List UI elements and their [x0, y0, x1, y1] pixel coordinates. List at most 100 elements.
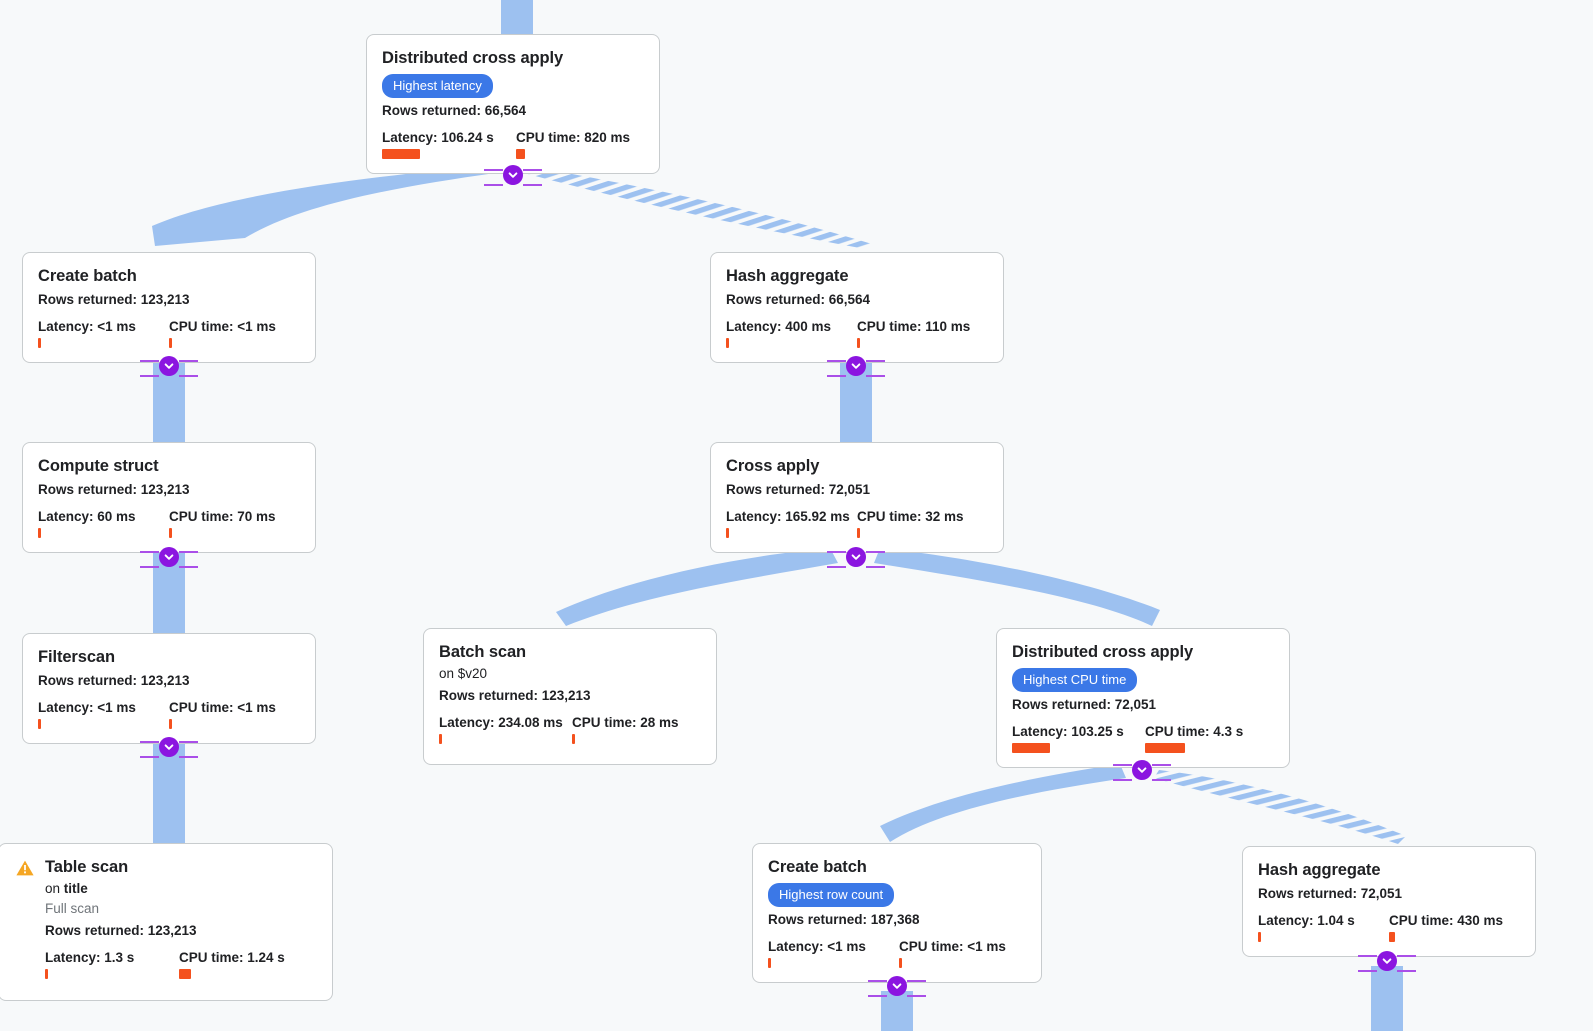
cpu-label: CPU time: 820 ms — [516, 129, 631, 145]
rows-returned: Rows returned: 72,051 — [1012, 696, 1157, 712]
edge-distributed-lower-to-create-batch — [880, 764, 1126, 842]
collapse-badge-root[interactable] — [484, 165, 542, 187]
plan-node-compute-struct[interactable]: Compute struct Rows returned: 123,213 La… — [22, 442, 316, 553]
node-title: Distributed cross apply — [1012, 643, 1194, 661]
cpu-label: CPU time: 70 ms — [169, 508, 276, 524]
node-title: Compute struct — [38, 457, 159, 475]
latency-label: Latency: 165.92 ms — [726, 508, 850, 524]
plan-node-distributed-cross-apply-lower[interactable]: Distributed cross apply Highest CPU time… — [996, 628, 1290, 768]
chevron-down-icon[interactable] — [1132, 760, 1152, 780]
cpu-bar — [572, 733, 575, 744]
cpu-bar — [857, 527, 860, 538]
plan-node-create-batch-left[interactable]: Create batch Rows returned: 123,213 Late… — [22, 252, 316, 363]
metrics-row: Latency: 106.24 s CPU time: 820 ms — [382, 130, 644, 159]
plan-node-create-batch-lower[interactable]: Create batch Highest row count Rows retu… — [752, 843, 1042, 983]
latency-bar — [726, 527, 729, 538]
latency-metric: Latency: 1.04 s — [1258, 913, 1389, 942]
badge-line-left — [484, 169, 503, 186]
edge-cross-apply-to-batch-scan — [556, 548, 838, 626]
plan-node-table-scan[interactable]: Table scan on title Full scan Rows retur… — [0, 843, 333, 1001]
plan-node-filterscan[interactable]: Filterscan Rows returned: 123,213 Latenc… — [22, 633, 316, 744]
rows-returned: Rows returned: 123,213 — [38, 672, 190, 688]
latency-bar — [1258, 931, 1261, 942]
latency-metric: Latency: <1 ms — [38, 700, 169, 729]
plan-node-batch-scan[interactable]: Batch scan on $v20 Rows returned: 123,21… — [423, 628, 717, 765]
highlight-badge: Highest CPU time — [1012, 667, 1138, 692]
badge-line-right — [179, 551, 198, 568]
node-title: Filterscan — [38, 648, 115, 666]
latency-bar — [38, 718, 41, 729]
latency-label: Latency: 106.24 s — [382, 129, 494, 145]
collapse-badge-create-batch-left[interactable] — [140, 356, 198, 378]
node-title: Create batch — [38, 267, 137, 285]
cpu-label: CPU time: <1 ms — [899, 938, 1006, 954]
chevron-down-icon[interactable] — [503, 165, 523, 185]
edge-filterscan-to-table-scan — [153, 744, 185, 844]
badge-line-left — [827, 360, 846, 377]
cpu-label: CPU time: 4.3 s — [1145, 723, 1244, 739]
node-title: Cross apply — [726, 457, 820, 475]
badge-line-left — [827, 551, 846, 568]
chevron-down-icon[interactable] — [1377, 951, 1397, 971]
cpu-bar — [1389, 931, 1395, 942]
latency-bar — [38, 337, 41, 348]
cpu-label: CPU time: 110 ms — [857, 318, 971, 334]
plan-node-cross-apply[interactable]: Cross apply Rows returned: 72,051 Latenc… — [710, 442, 1004, 553]
latency-label: Latency: 60 ms — [38, 508, 136, 524]
latency-bar — [382, 148, 420, 159]
latency-metric: Latency: <1 ms — [38, 319, 169, 348]
plan-node-distributed-cross-apply-root[interactable]: Distributed cross apply Highest latency … — [366, 34, 660, 174]
collapse-badge-hash-aggregate-upper[interactable] — [827, 356, 885, 378]
latency-bar — [439, 733, 442, 744]
chevron-down-icon[interactable] — [887, 976, 907, 996]
latency-label: Latency: <1 ms — [38, 699, 136, 715]
metrics-row: Latency: 103.25 s CPU time: 4.3 s — [1012, 724, 1274, 753]
collapse-badge-hash-aggregate-lower[interactable] — [1358, 951, 1416, 973]
metrics-row: Latency: 1.3 s CPU time: 1.24 s — [45, 950, 317, 980]
rows-returned: Rows returned: 123,213 — [38, 481, 190, 497]
chevron-down-icon[interactable] — [159, 356, 179, 376]
node-target: on title — [45, 880, 88, 896]
rows-returned: Rows returned: 123,213 — [439, 687, 591, 703]
cpu-label: CPU time: <1 ms — [169, 699, 276, 715]
rows-returned: Rows returned: 187,368 — [768, 911, 920, 927]
collapse-badge-cross-apply[interactable] — [827, 547, 885, 569]
metrics-row: Latency: 1.04 s CPU time: 430 ms — [1258, 913, 1520, 942]
rows-returned: Rows returned: 66,564 — [726, 291, 871, 307]
metrics-row: Latency: 400 ms CPU time: 110 ms — [726, 319, 988, 348]
collapse-badge-create-batch-lower[interactable] — [868, 976, 926, 998]
edge-root-to-hash-aggregate — [524, 166, 872, 248]
cpu-metric: CPU time: 32 ms — [857, 509, 964, 538]
latency-metric: Latency: 103.25 s — [1012, 724, 1145, 753]
latency-label: Latency: 103.25 s — [1012, 723, 1124, 739]
rows-returned: Rows returned: 72,051 — [1258, 885, 1403, 901]
cpu-bar — [1145, 742, 1185, 753]
badge-line-right — [866, 360, 885, 377]
chevron-down-icon[interactable] — [846, 356, 866, 376]
badge-line-left — [1113, 764, 1132, 781]
chevron-down-icon[interactable] — [159, 547, 179, 567]
metrics-row: Latency: <1 ms CPU time: <1 ms — [768, 939, 1026, 968]
plan-node-hash-aggregate-lower[interactable]: Hash aggregate Rows returned: 72,051 Lat… — [1242, 846, 1536, 957]
rows-returned: Rows returned: 66,564 — [382, 102, 527, 118]
chevron-down-icon[interactable] — [846, 547, 866, 567]
cpu-metric: CPU time: <1 ms — [899, 939, 1006, 968]
node-target: on $v20 — [439, 665, 488, 681]
badge-line-right — [866, 551, 885, 568]
cpu-metric: CPU time: 4.3 s — [1145, 724, 1243, 753]
edge-hash-aggregate-lower-outbound — [1371, 966, 1403, 1031]
collapse-badge-compute-struct[interactable] — [140, 547, 198, 569]
edge-cross-apply-to-distributed-lower — [874, 548, 1160, 626]
cpu-metric: CPU time: <1 ms — [169, 319, 276, 348]
metrics-row: Latency: <1 ms CPU time: <1 ms — [38, 700, 300, 729]
chevron-down-icon[interactable] — [159, 737, 179, 757]
collapse-badge-distributed-lower[interactable] — [1113, 760, 1171, 782]
cpu-bar — [857, 337, 860, 348]
edge-root-inbound — [501, 0, 533, 35]
collapse-badge-filterscan[interactable] — [140, 737, 198, 759]
latency-metric: Latency: 165.92 ms — [726, 509, 857, 538]
plan-node-hash-aggregate-upper[interactable]: Hash aggregate Rows returned: 66,564 Lat… — [710, 252, 1004, 363]
badge-line-right — [179, 741, 198, 758]
latency-metric: Latency: 234.08 ms — [439, 715, 572, 744]
